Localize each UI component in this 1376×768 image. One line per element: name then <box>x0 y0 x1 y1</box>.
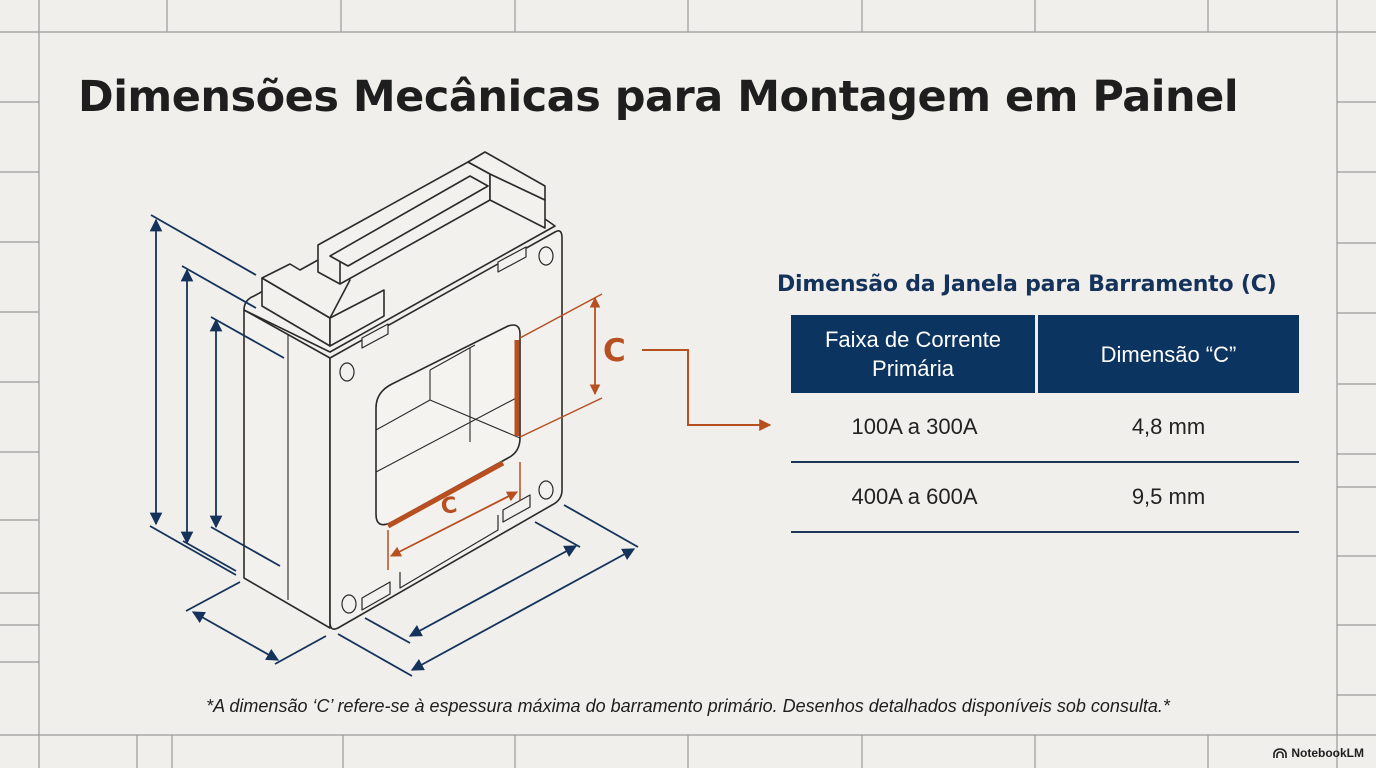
dimension-c-label-right: C <box>603 333 626 369</box>
header-dimension-c: Dimensão “C” <box>1038 315 1299 393</box>
page-title: Dimensões Mecânicas para Montagem em Pai… <box>78 72 1239 122</box>
brand-watermark: NotebookLM <box>1273 746 1364 760</box>
dimension-c-label-bottom: C <box>439 492 459 521</box>
transformer-body <box>243 151 563 630</box>
busbar-window-table: Faixa de Corrente Primária Dimensão “C” … <box>791 315 1299 533</box>
window-dimension-c <box>386 293 772 570</box>
cell-current-range: 100A a 300A <box>791 393 1038 463</box>
notebooklm-logo-icon <box>1273 747 1288 758</box>
cell-dimension: 4,8 mm <box>1038 393 1299 463</box>
brand-label: NotebookLM <box>1291 746 1364 760</box>
header-current-range: Faixa de Corrente Primária <box>791 315 1038 393</box>
table-title: Dimensão da Janela para Barramento (C) <box>777 272 1277 297</box>
table-row: 400A a 600A 9,5 mm <box>791 463 1299 533</box>
table-row: 100A a 300A 4,8 mm <box>791 393 1299 463</box>
overall-dimension-lines <box>149 214 639 677</box>
cell-current-range: 400A a 600A <box>791 463 1038 533</box>
cell-dimension: 9,5 mm <box>1038 463 1299 533</box>
footnote: *A dimensão ‘C’ refere-se à espessura má… <box>206 696 1170 716</box>
current-transformer-diagram <box>149 151 772 677</box>
table-header-row: Faixa de Corrente Primária Dimensão “C” <box>791 315 1299 393</box>
